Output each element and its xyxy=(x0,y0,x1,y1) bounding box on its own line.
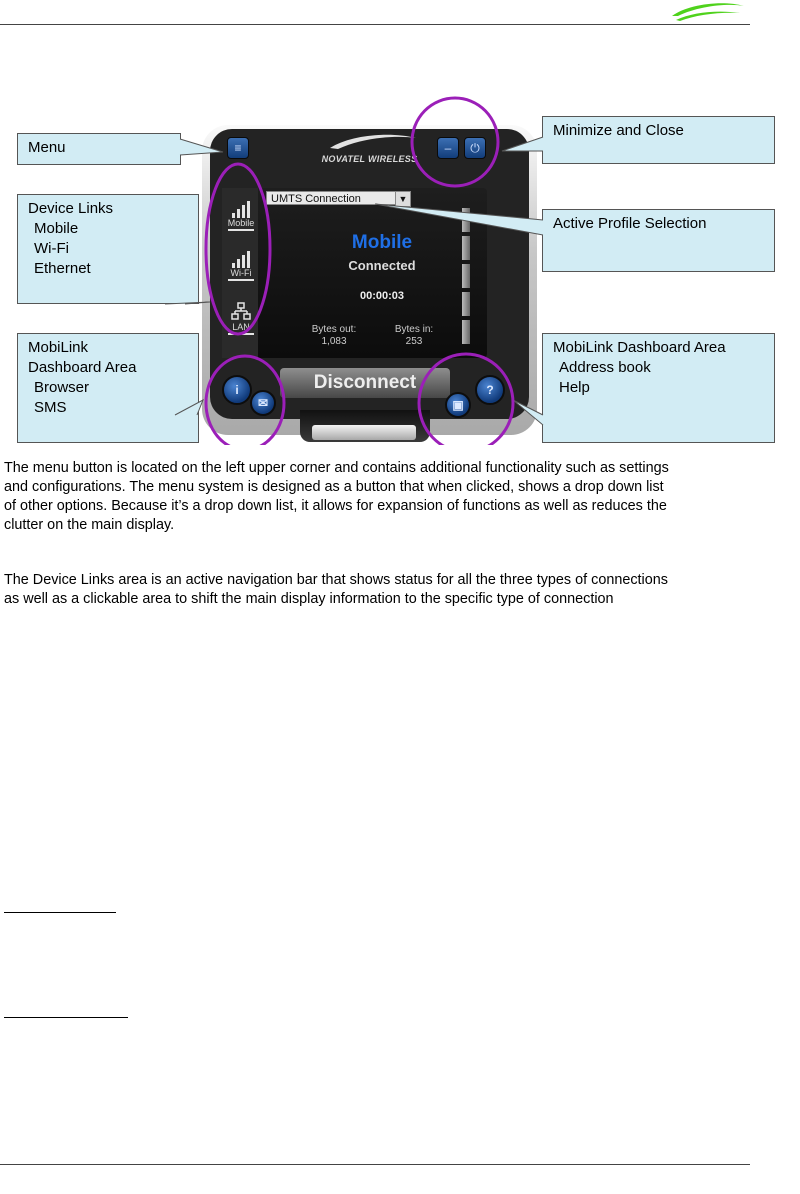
active-underline xyxy=(228,229,254,231)
callout-item: SMS xyxy=(34,399,67,416)
envelope-icon: ✉ xyxy=(257,396,269,410)
wifi-signal-icon xyxy=(225,248,257,268)
device-link-label: LAN xyxy=(232,322,250,332)
menu-button[interactable]: ≡ xyxy=(227,137,249,159)
callout-profile: Active Profile Selection xyxy=(542,209,775,272)
blank-heading-underline xyxy=(4,912,116,913)
callout-item: Help xyxy=(559,379,590,396)
sms-button[interactable]: ✉ xyxy=(250,390,276,416)
footer-rule xyxy=(0,1164,750,1165)
dashboard-figure: NOVATEL WIRELESS ≡ – ⏻ Mobile xyxy=(15,95,782,445)
callout-item: Address book xyxy=(559,359,651,376)
callout-dashboard-left: MobiLink Dashboard Area Browser SMS xyxy=(17,333,199,443)
profile-select[interactable]: UMTS Connection ▼ xyxy=(266,191,411,207)
bytes-in: Bytes in: 253 xyxy=(374,324,454,348)
device-hinge-plate xyxy=(312,425,416,440)
paragraph-line: as well as a clickable area to shift the… xyxy=(4,591,614,607)
callout-min-close: Minimize and Close xyxy=(542,116,775,164)
connection-status: Connected xyxy=(348,258,416,273)
callout-title: MobiLink xyxy=(28,339,89,356)
callout-menu: Menu xyxy=(17,133,181,165)
company-logo xyxy=(672,3,744,21)
callout-item: Mobile xyxy=(34,220,79,237)
callout-min-close-text: Minimize and Close xyxy=(553,122,684,139)
paragraph-line: The Device Links area is an active navig… xyxy=(4,572,668,588)
device-link-mobile[interactable]: Mobile xyxy=(225,198,257,231)
question-icon: ? xyxy=(486,383,494,397)
help-button[interactable]: ? xyxy=(475,375,505,405)
menu-description: The menu button is located on the left u… xyxy=(4,459,800,535)
connection-type: Mobile xyxy=(351,232,413,253)
menu-icon: ≡ xyxy=(234,141,242,155)
device-links-description: The Device Links area is an active navig… xyxy=(4,571,800,609)
minimize-button[interactable]: – xyxy=(437,137,459,159)
device-link-wifi[interactable]: Wi-Fi xyxy=(225,248,257,281)
network-icon xyxy=(231,302,251,320)
callout-device-links: Device Links Mobile Wi-Fi Ethernet xyxy=(17,194,199,304)
blank-heading-underline xyxy=(4,1017,128,1018)
signal-bars-icon xyxy=(225,198,257,218)
callout-dashboard-right: MobiLink Dashboard Area Address book Hel… xyxy=(542,333,775,443)
bytes-in-label: Bytes in: xyxy=(394,324,434,335)
annotation-overlay xyxy=(164,96,544,445)
device-link-label: Wi-Fi xyxy=(230,268,252,278)
callout-title: Device Links xyxy=(28,200,114,217)
callout-item: Browser xyxy=(34,379,90,396)
callout-title: MobiLink Dashboard Area xyxy=(553,339,726,356)
close-button[interactable]: ⏻ xyxy=(464,137,486,159)
paragraph-line: of other options. Because it’s a drop do… xyxy=(4,498,667,514)
bytes-in-value: 253 xyxy=(405,336,423,347)
bytes-out-label: Bytes out: xyxy=(311,324,357,335)
paragraph-line: The menu button is located on the left u… xyxy=(4,460,669,476)
paragraph-line: and configurations. The menu system is d… xyxy=(4,479,664,495)
address-book-button[interactable]: ▣ xyxy=(445,392,471,418)
brand-logo: NOVATEL WIRELESS xyxy=(312,132,427,170)
bytes-out: Bytes out: 1,083 xyxy=(294,324,374,348)
contacts-icon: ▣ xyxy=(452,398,464,412)
profile-value: UMTS Connection xyxy=(271,193,361,205)
callout-menu-text: Menu xyxy=(28,139,66,156)
link-underline xyxy=(228,279,254,281)
browser-button[interactable]: i xyxy=(222,375,252,405)
power-icon: ⏻ xyxy=(470,141,480,155)
callout-item: Ethernet xyxy=(34,260,91,277)
chevron-down-icon[interactable]: ▼ xyxy=(395,191,411,207)
bytes-out-value: 1,083 xyxy=(321,336,347,347)
minimize-icon: – xyxy=(444,141,452,155)
info-icon: i xyxy=(235,383,239,397)
brand-name: NOVATEL WIRELESS xyxy=(321,154,418,164)
connection-timer: 00:00:03 xyxy=(359,290,405,302)
callout-title: Dashboard Area xyxy=(28,359,137,376)
paragraph-line: clutter on the main display. xyxy=(4,517,175,533)
callout-profile-text: Active Profile Selection xyxy=(553,215,707,232)
header-rule xyxy=(0,24,750,25)
device-link-label: Mobile xyxy=(227,218,255,228)
callout-item: Wi-Fi xyxy=(34,240,69,257)
